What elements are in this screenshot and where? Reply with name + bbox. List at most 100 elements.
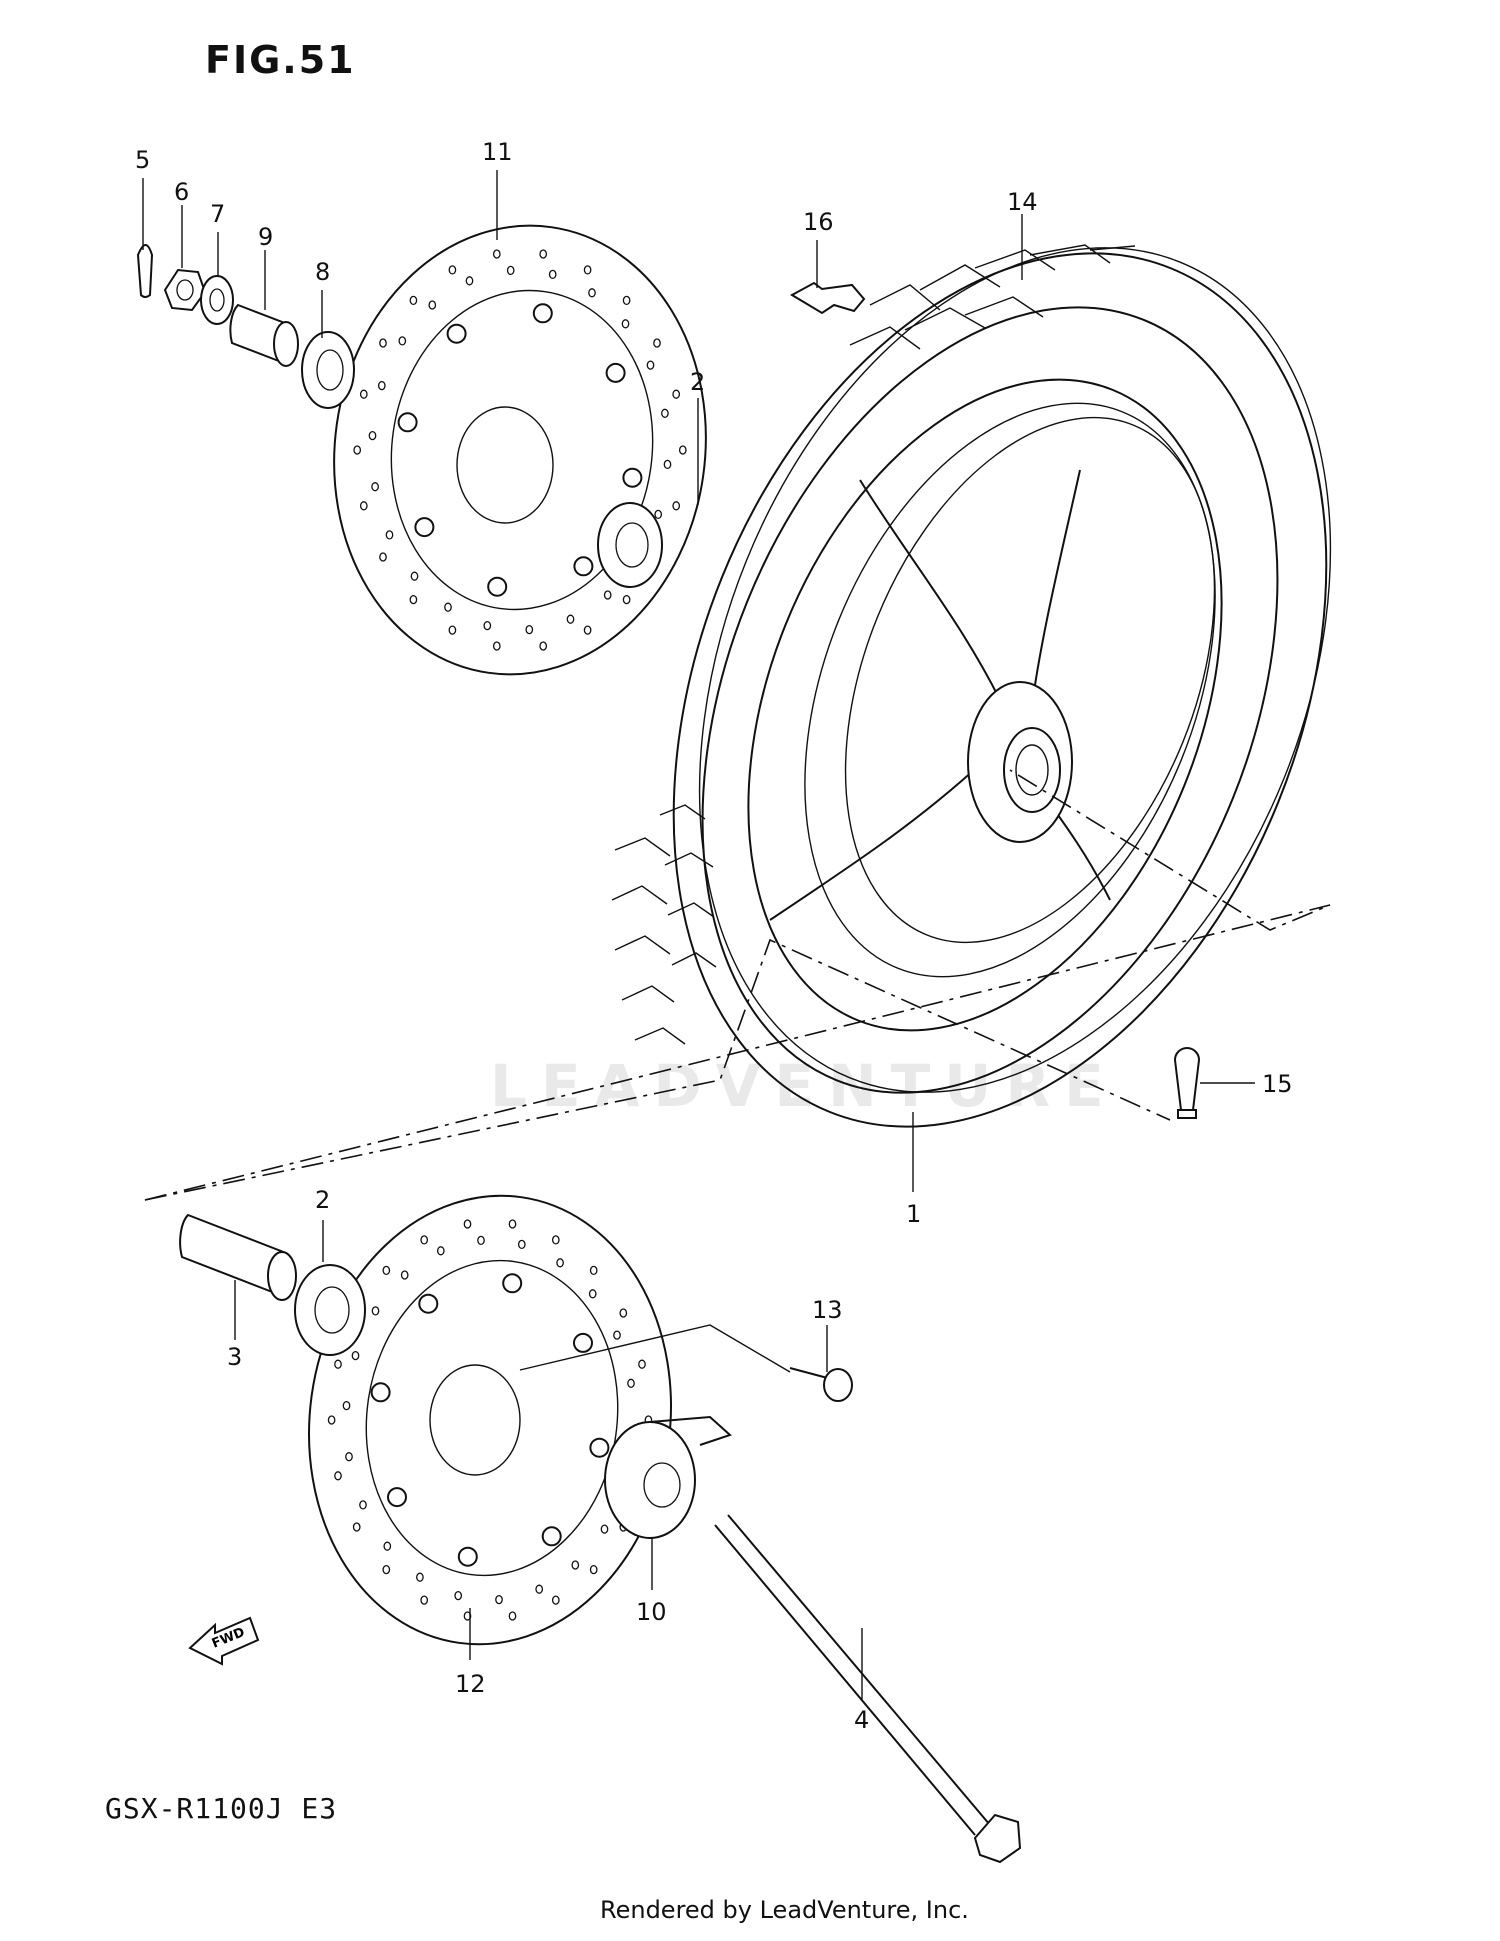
brake-disc-left [333, 224, 707, 676]
callout-10: 10 [636, 1598, 667, 1626]
disc-mount-bolt [414, 517, 435, 538]
drill-hole [622, 295, 631, 306]
drill-hole [517, 1239, 526, 1250]
drill-hole [416, 1572, 424, 1582]
callout-13: 13 [812, 1296, 843, 1324]
drill-hole [622, 594, 631, 605]
drill-hole [448, 625, 457, 635]
castle-nut [163, 268, 207, 312]
callout-16: 16 [803, 208, 834, 236]
disc-mount-bolt [573, 1332, 593, 1353]
drill-hole [551, 1235, 560, 1245]
drill-hole [672, 389, 681, 399]
drill-hole [436, 1246, 445, 1256]
callout-14: 14 [1007, 188, 1038, 216]
drill-hole [508, 1611, 517, 1621]
drill-hole [551, 1595, 560, 1605]
drill-hole [385, 530, 394, 540]
drill-hole [382, 1265, 391, 1276]
drill-hole [448, 265, 457, 275]
assembly-line [144, 769, 1331, 1201]
drill-hole [588, 288, 596, 298]
drill-hole [492, 641, 501, 651]
clip [789, 281, 866, 315]
fwd-arrow-icon: FWD [188, 1616, 260, 1666]
drill-hole [359, 1500, 367, 1510]
disc-mount-bolt [622, 467, 643, 488]
disc-mount-bolt [397, 412, 418, 433]
bearing-lower [294, 1264, 366, 1356]
disc-mount-bolt [446, 323, 467, 344]
drill-hole [334, 1359, 342, 1369]
drill-hole [379, 552, 387, 562]
drill-hole [600, 1524, 609, 1534]
drill-hole [342, 1400, 351, 1411]
wheel-rim [747, 378, 1223, 1032]
disc-mount-bolt [387, 1487, 407, 1508]
drill-hole [589, 1265, 598, 1276]
axle [714, 1514, 1022, 1864]
drill-hole [477, 1235, 485, 1246]
callout-8: 8 [315, 258, 330, 286]
drill-hole [525, 624, 534, 635]
drill-hole [379, 338, 387, 348]
bolt [789, 1367, 853, 1402]
callout-11: 11 [482, 138, 513, 166]
drill-hole [672, 501, 681, 511]
drill-hole [465, 276, 474, 286]
drill-hole [359, 501, 368, 511]
drill-hole [483, 620, 492, 631]
drill-hole [548, 269, 557, 280]
drill-hole [353, 445, 362, 455]
drill-hole [571, 1560, 580, 1570]
disc-mount-bolt [605, 362, 626, 383]
drill-hole [589, 1564, 598, 1575]
drill-hole [583, 625, 592, 635]
drill-hole [383, 1541, 392, 1551]
drill-hole [371, 1306, 380, 1316]
callout-3: 3 [227, 1343, 242, 1371]
drill-hole [535, 1584, 544, 1594]
drill-hole [327, 1415, 336, 1425]
callout-1: 1 [906, 1200, 921, 1228]
valve [1173, 1047, 1201, 1119]
drill-hole [508, 1219, 517, 1229]
drill-hole [654, 509, 663, 520]
drill-hole [619, 1308, 628, 1318]
drill-hole [420, 1235, 429, 1245]
bearing-upper [597, 502, 663, 588]
drill-hole [566, 614, 575, 624]
drill-hole [588, 1289, 597, 1299]
cotter-pin [136, 244, 154, 298]
brake-disc-right [308, 1194, 672, 1646]
drill-hole [368, 430, 377, 441]
drill-hole [463, 1219, 472, 1229]
drill-hole [613, 1330, 621, 1340]
drill-hole [400, 1270, 409, 1280]
callout-15: 15 [1262, 1070, 1293, 1098]
disc-mount-bolt [502, 1273, 523, 1294]
drill-hole [410, 571, 419, 581]
drill-hole [454, 1590, 463, 1601]
callout-5: 5 [135, 146, 150, 174]
drill-hole [539, 641, 548, 651]
drill-hole [627, 1378, 635, 1388]
drill-hole [646, 360, 655, 370]
valve-line [144, 938, 1171, 1201]
drill-hole [420, 1595, 429, 1605]
drill-hole [663, 459, 672, 470]
front-tire [611, 244, 1332, 1128]
callouts: 5 6 7 9 8 11 16 14 2 15 1 2 3 13 10 12 4 [135, 138, 1293, 1734]
drill-hole [495, 1594, 503, 1605]
disc-mount-bolt [589, 1437, 610, 1458]
drill-hole [398, 336, 407, 346]
drill-hole [539, 249, 548, 259]
drill-hole [603, 590, 612, 600]
drill-hole [409, 594, 418, 605]
callout-2-upper: 2 [690, 368, 705, 396]
footer-credit: Rendered by LeadVenture, Inc. [600, 1896, 969, 1924]
callout-12: 12 [455, 1670, 486, 1698]
spacer-lower [179, 1213, 297, 1301]
drill-hole [334, 1471, 342, 1481]
